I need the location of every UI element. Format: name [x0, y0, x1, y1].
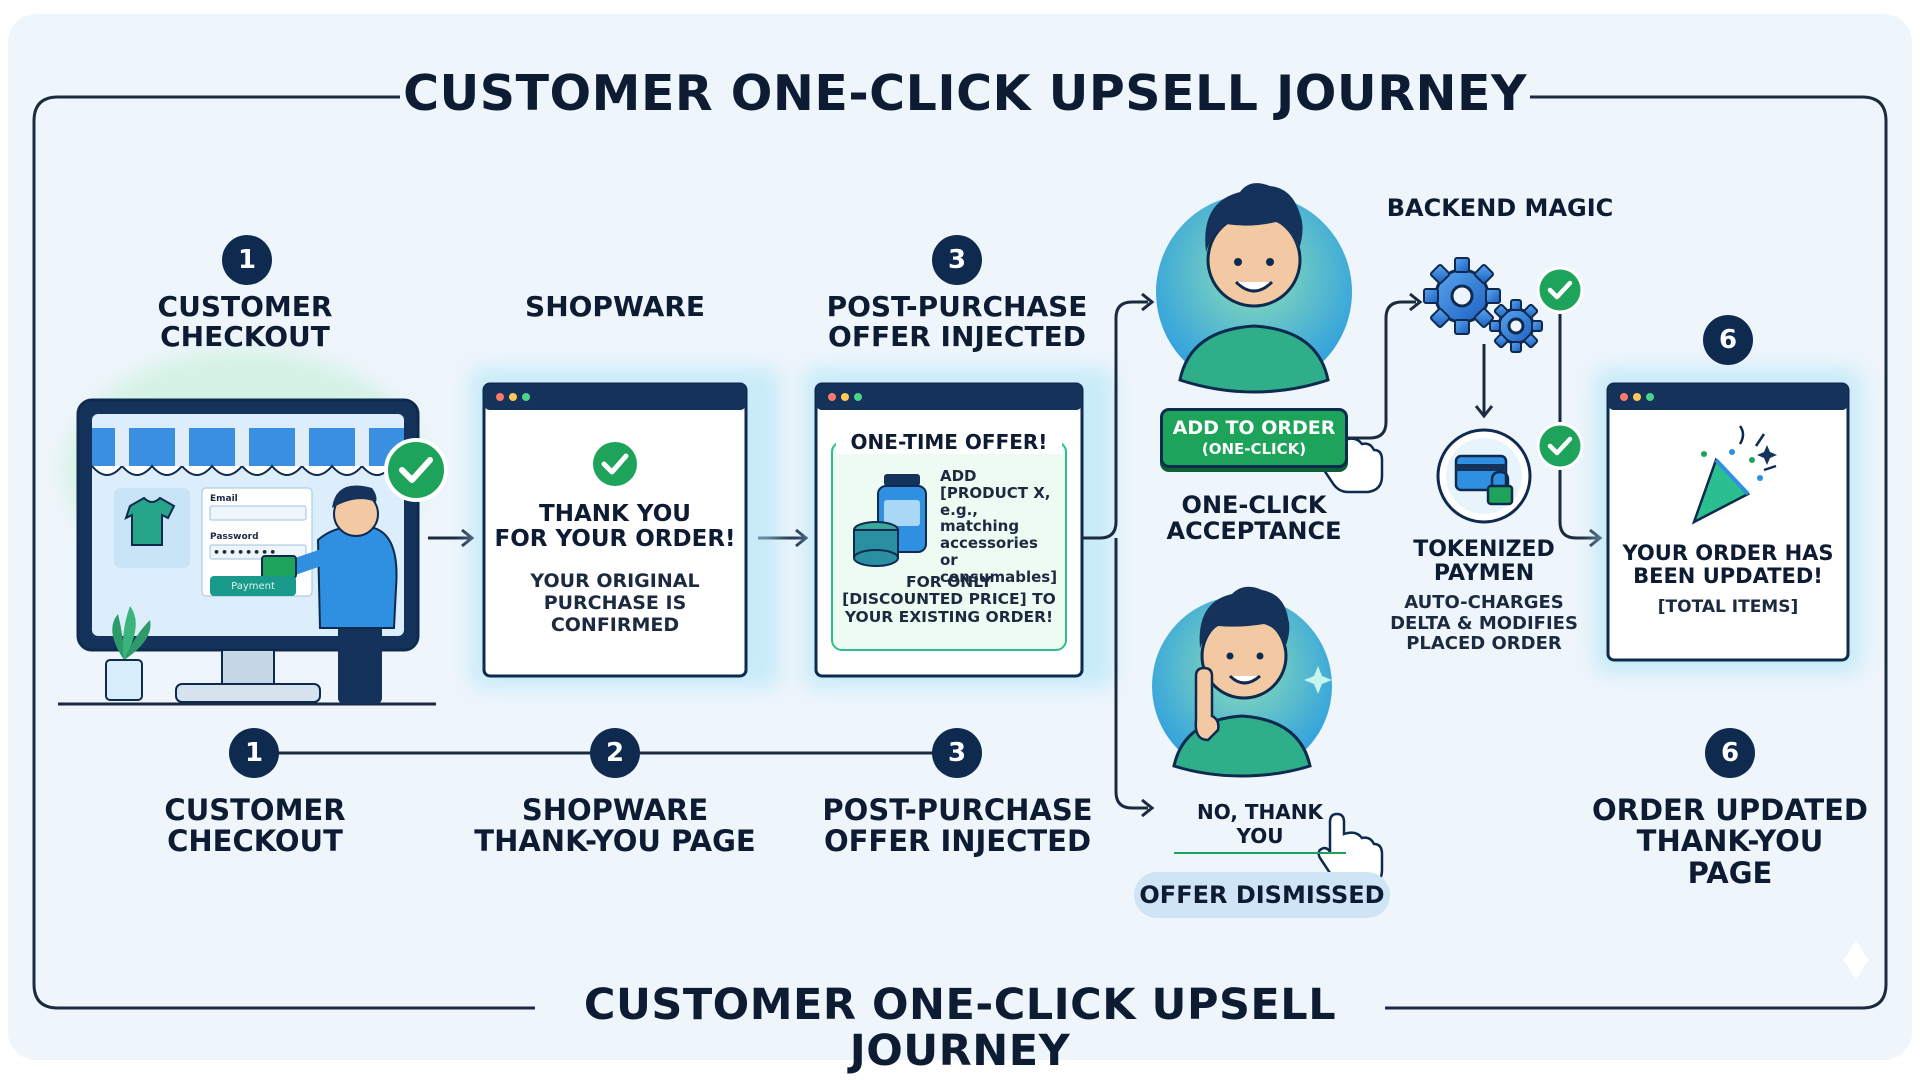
tshirt-icon — [124, 496, 176, 546]
lock-icon — [1486, 470, 1514, 506]
step-label-customer-checkout: CUSTOMER CHECKOUT — [157, 290, 333, 354]
step-badge-1: 1 — [222, 235, 272, 285]
backend-magic-label: BACKEND MAGIC — [1386, 194, 1614, 222]
party-popper-icon — [1691, 425, 1777, 525]
person-icon — [261, 485, 398, 704]
timeline-badge-2: 2 — [590, 728, 640, 778]
timeline-label-6: ORDER UPDATED THANK-YOU PAGE — [1591, 793, 1869, 890]
timeline-badge-1: 1 — [229, 728, 279, 778]
password-label: Password — [210, 532, 259, 542]
add-to-order-sublabel: (ONE-CLICK) — [1201, 440, 1307, 458]
timeline-label-2: SHOPWARE THANK-YOU PAGE — [474, 793, 756, 859]
offer-dismissed-badge: OFFER DISMISSED — [1134, 872, 1390, 918]
declining-customer-avatar — [1152, 586, 1332, 778]
tokenized-payment-label: TOKENIZED PAYMEN — [1413, 537, 1555, 586]
step-label-shopware: SHOPWARE — [525, 290, 705, 323]
timeline-label-3: POST-PURCHASE OFFER INJECTED — [822, 793, 1093, 859]
accepting-customer-avatar — [1156, 183, 1352, 394]
supplement-jar-icon — [853, 474, 927, 567]
checkmark-icon — [384, 438, 448, 502]
footer-title: CUSTOMER ONE-CLICK UPSELL JOURNEY — [583, 980, 1337, 1077]
plant-icon — [105, 606, 151, 701]
gear-icon — [1423, 257, 1543, 353]
timeline-badge-3: 3 — [932, 728, 982, 778]
verification-checks — [1536, 266, 1603, 548]
page-title: CUSTOMER ONE-CLICK UPSELL JOURNEY — [403, 65, 1527, 122]
payment-button[interactable]: Payment — [210, 576, 296, 596]
one-click-acceptance-label: ONE-CLICK ACCEPTANCE — [1166, 491, 1342, 545]
cursor-hand-icon-decline — [1317, 812, 1384, 888]
order-updated-heading: YOUR ORDER HAS BEEN UPDATED! — [1622, 541, 1834, 588]
frame-right — [1385, 95, 1888, 1010]
thankyou-window — [470, 368, 780, 688]
offer-heading: ONE-TIME OFFER! — [836, 431, 1062, 454]
order-updated-body: [TOTAL ITEMS] — [1657, 597, 1799, 617]
step-badge-3: 3 — [932, 235, 982, 285]
checkout-illustration — [58, 350, 436, 706]
add-to-order-button[interactable]: ADD TO ORDER (ONE-CLICK) — [1160, 408, 1348, 468]
no-thank-you-link[interactable]: NO, THANK YOU — [1174, 800, 1346, 854]
confirm-check-icon — [593, 442, 637, 486]
thankyou-body: YOUR ORIGINAL PURCHASE IS CONFIRMED — [530, 570, 700, 636]
tokenized-payment-desc: AUTO-CHARGES DELTA & MODIFIES PLACED ORD… — [1390, 592, 1578, 655]
timeline-label-1: CUSTOMER CHECKOUT — [164, 793, 346, 859]
timeline-badge-6: 6 — [1705, 728, 1755, 778]
offer-price-text: FOR ONLY [DISCOUNTED PRICE] TO YOUR EXIS… — [842, 573, 1056, 626]
add-to-order-label: ADD TO ORDER — [1172, 417, 1336, 439]
password-field[interactable]: •••••••• — [213, 546, 278, 559]
thankyou-heading: THANK YOU FOR YOUR ORDER! — [494, 501, 736, 552]
email-label: Email — [210, 494, 238, 504]
order-updated-window — [1594, 368, 1862, 674]
offer-product-text: ADD [PRODUCT X, e.g., matching accessori… — [940, 467, 1058, 586]
step-badge-6: 6 — [1703, 315, 1753, 365]
frame-left — [32, 95, 535, 1010]
step-label-offer-injected: POST-PURCHASE OFFER INJECTED — [826, 290, 1088, 354]
storefront-icon — [91, 428, 415, 476]
credit-card-icon — [1436, 428, 1532, 524]
